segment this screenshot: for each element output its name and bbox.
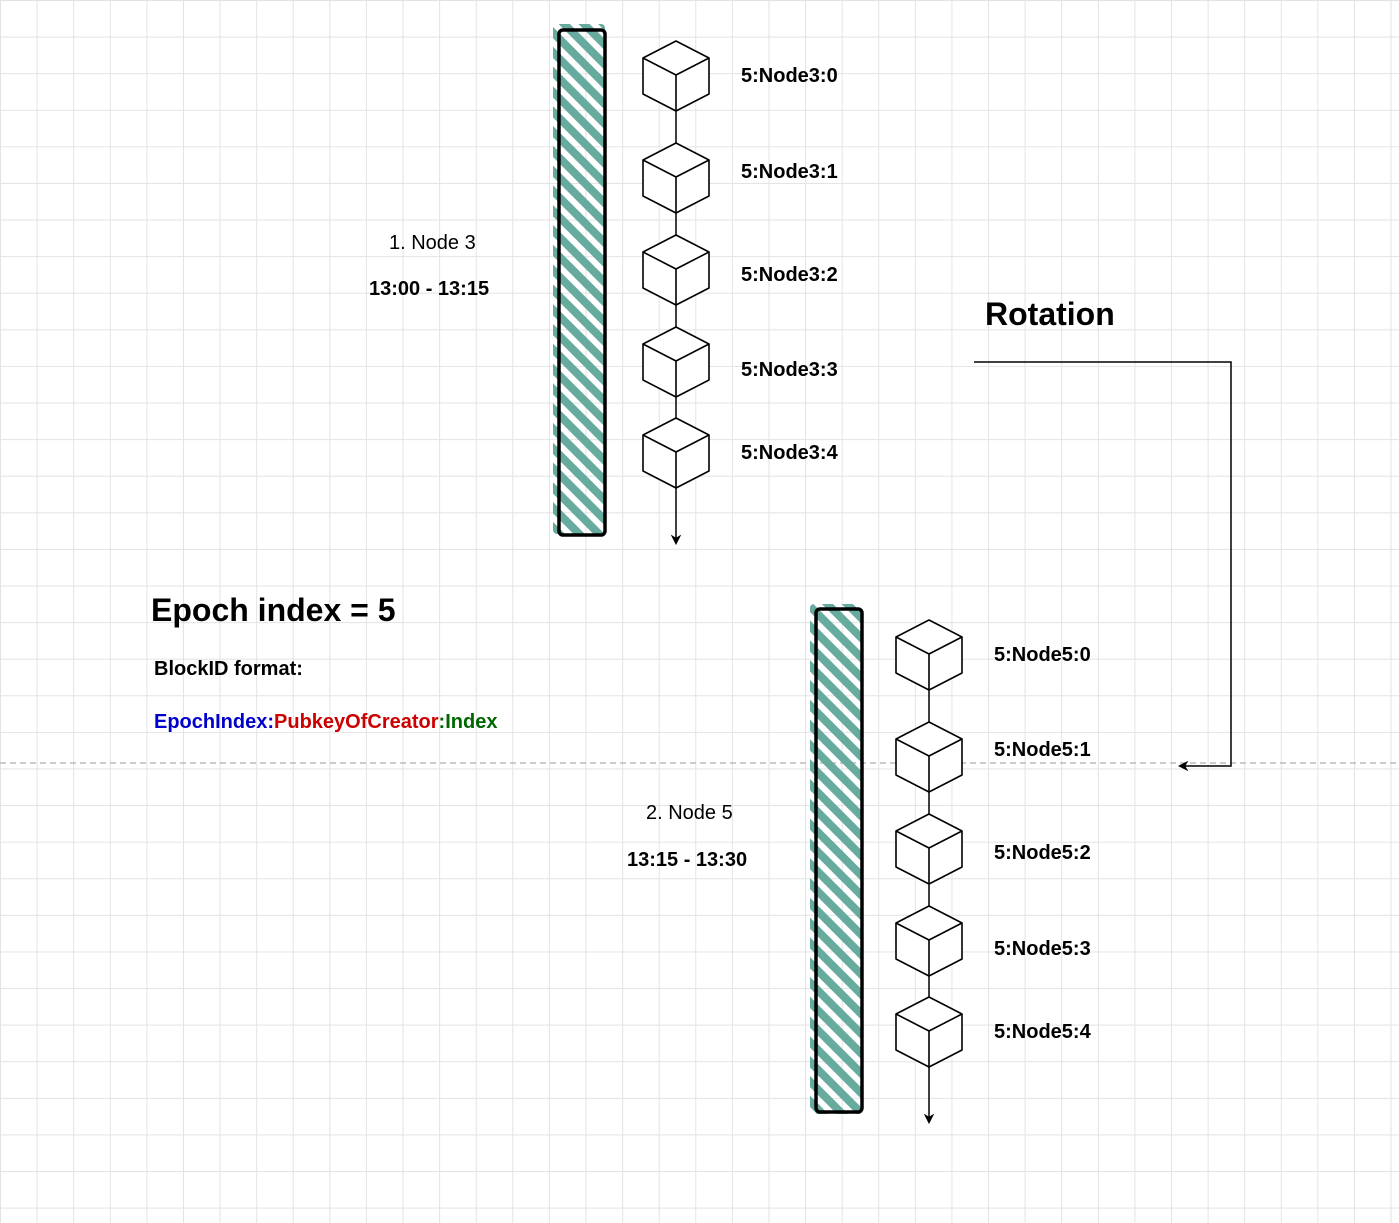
block-label: 5:Node3:3 — [741, 359, 838, 381]
block-label: 5:Node5:3 — [994, 938, 1091, 960]
block-label: 5:Node3:0 — [741, 65, 838, 87]
block-label: 5:Node3:2 — [741, 264, 838, 286]
block-label: 5:Node5:0 — [994, 644, 1091, 666]
block-cube-icon — [895, 619, 963, 691]
rotation-label: Rotation — [985, 296, 1115, 332]
block-label: 5:Node5:2 — [994, 842, 1091, 864]
block-cube-icon — [895, 813, 963, 885]
node5-time-range: 13:15 - 13:30 — [627, 849, 748, 871]
format-pubkey: PubkeyOfCreator — [274, 711, 439, 733]
rotation-arrow — [974, 361, 1232, 772]
blockid-format-title: BlockID format: — [154, 658, 303, 680]
node3-timeline-bar — [553, 24, 607, 537]
format-epoch-index: EpochIndex — [154, 711, 268, 733]
block-cube-icon — [642, 142, 710, 214]
node5-title: 2. Node 5 — [646, 802, 733, 824]
block-cube-icon — [895, 905, 963, 977]
block-label: 5:Node5:4 — [994, 1021, 1091, 1043]
node3-time-range: 13:00 - 13:15 — [369, 278, 490, 300]
blockid-format: EpochIndex:PubkeyOfCreator:Index — [154, 712, 497, 732]
node3-title: 1. Node 3 — [389, 232, 476, 254]
block-cube-icon — [642, 40, 710, 112]
format-separator: : — [267, 711, 275, 733]
epoch-heading: Epoch index = 5 — [151, 592, 396, 628]
node5-timeline-bar — [810, 604, 864, 1114]
block-label: 5:Node3:1 — [741, 161, 838, 183]
format-index: Index — [445, 711, 498, 733]
block-label: 5:Node3:4 — [741, 442, 838, 464]
format-separator: : — [438, 711, 446, 733]
block-cube-icon — [642, 326, 710, 398]
block-cube-icon — [895, 996, 963, 1068]
block-label: 5:Node5:1 — [994, 739, 1091, 761]
block-cube-icon — [642, 234, 710, 306]
block-cube-icon — [642, 417, 710, 489]
block-cube-icon — [895, 721, 963, 793]
